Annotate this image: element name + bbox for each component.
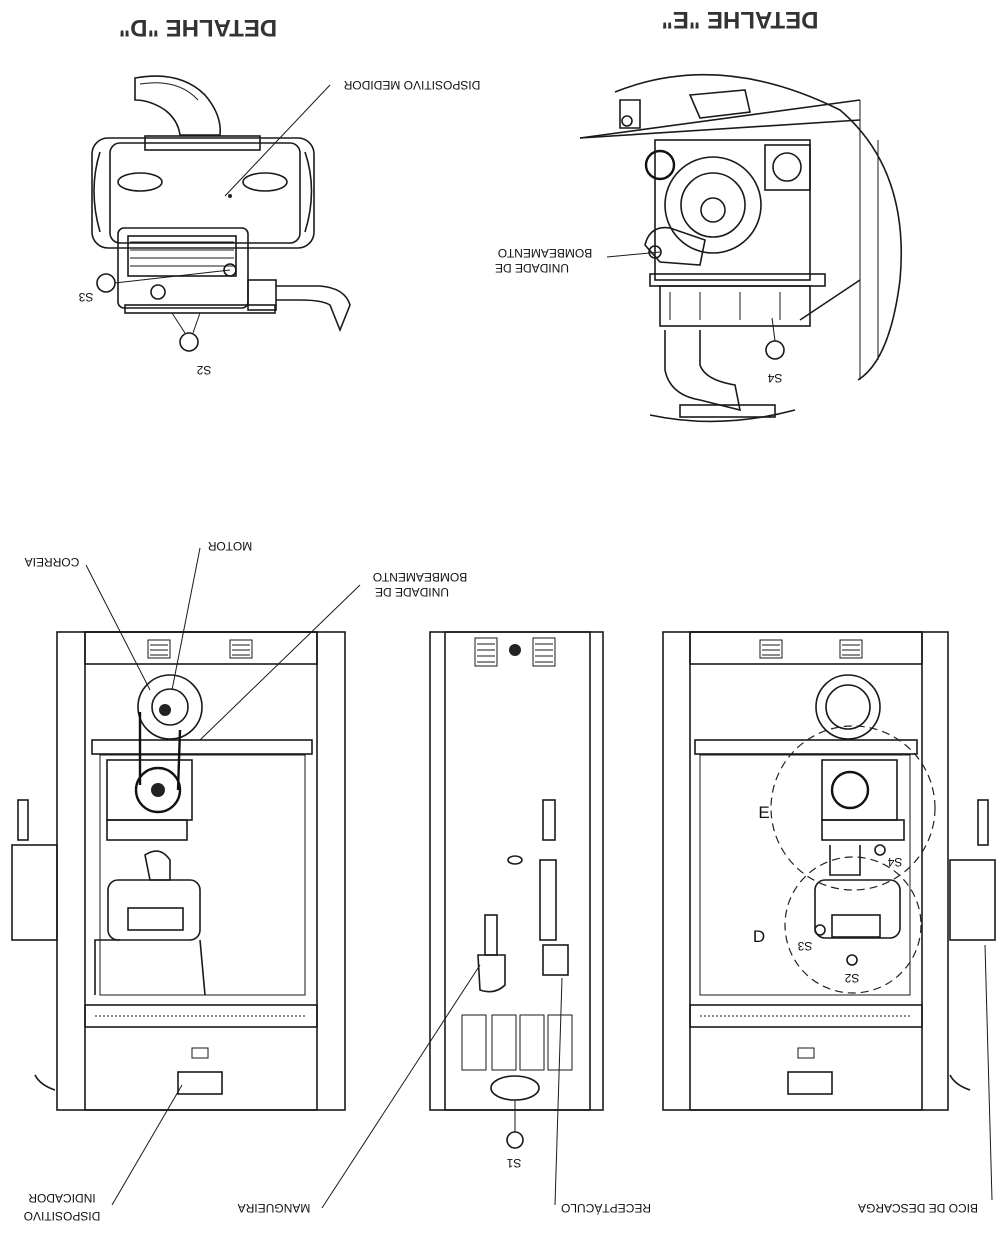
- point-s4-detail-circle: [765, 340, 785, 360]
- label-dispositivo-group: DISPOSITIVO: [24, 1209, 101, 1223]
- label-bico-de-descarga: BICO DE DESCARGA: [858, 1201, 978, 1215]
- leader-correia: [85, 564, 151, 691]
- label-s1-group: S1: [506, 1156, 521, 1170]
- leader-motor: [171, 547, 201, 691]
- leader-dispositivo-medidor: [224, 84, 331, 197]
- label-d-circle: D: [753, 927, 765, 946]
- detail-e-title: DETALHE "E": [662, 6, 819, 33]
- cabinet-middle: [429, 631, 604, 1111]
- label-bombeamento-main-group: BOMBEAMENTO: [373, 570, 467, 584]
- leader-receptaculo: [554, 977, 563, 1206]
- label-motor: MOTOR: [207, 539, 252, 553]
- label-mangueira: MANGUEIRA: [238, 1201, 311, 1215]
- detail-e-drawing: [579, 73, 903, 423]
- label-unidade-de-detail-group: UNIDADE DE: [495, 261, 569, 275]
- label-unidade-de-detail: UNIDADE DE: [495, 261, 569, 275]
- label-s3-detail: S3: [78, 290, 93, 304]
- detail-e-title-group: DETALHE "E": [662, 6, 819, 33]
- label-s4-main: S4: [887, 855, 902, 869]
- label-s2-detail-group: S2: [196, 363, 211, 377]
- label-unidade-de-main-group: UNIDADE DE: [375, 585, 449, 599]
- label-e-circle: E: [758, 803, 769, 822]
- label-dispositivo-medidor: DISPOSITIVO MEDIDOR: [343, 78, 480, 92]
- leader-dispositivo-indicador: [111, 1084, 183, 1206]
- label-s4-detail-group: S4: [767, 371, 782, 385]
- point-s4-main-circle: [874, 844, 886, 856]
- point-s2-main-circle: [846, 954, 858, 966]
- label-bombeamento-detail: BOMBEAMENTO: [498, 246, 592, 260]
- label-bombeamento-detail-group: BOMBEAMENTO: [498, 246, 592, 260]
- label-dispositivo-medidor-group: DISPOSITIVO MEDIDOR: [343, 78, 480, 92]
- leader-bico-de-descarga: [984, 944, 993, 1201]
- label-bombeamento-main: BOMBEAMENTO: [373, 570, 467, 584]
- label-s3-main-group: S3: [797, 939, 812, 953]
- label-s3-main: S3: [797, 939, 812, 953]
- label-s2-detail: S2: [196, 363, 211, 377]
- cabinet-right: [662, 631, 996, 1111]
- label-s2-main-group: S2: [844, 971, 859, 985]
- label-bico-de-descarga-group: BICO DE DESCARGA: [858, 1201, 978, 1215]
- label-correia: CORREIA: [25, 555, 80, 569]
- label-indicador: INDICADOR: [28, 1191, 96, 1205]
- label-s4-detail: S4: [767, 371, 782, 385]
- label-s3-detail-group: S3: [78, 290, 93, 304]
- label-unidade-de-main: UNIDADE DE: [375, 585, 449, 599]
- detail-d-circle: [784, 856, 922, 994]
- label-motor-group: MOTOR: [207, 539, 252, 553]
- cabinet-left: [11, 631, 346, 1111]
- label-receptaculo-group: RECEPTÁCULO: [561, 1201, 651, 1216]
- label-indicador-group: INDICADOR: [28, 1191, 96, 1205]
- point-s2-detail-circle: [179, 332, 199, 352]
- label-correia-group: CORREIA: [25, 555, 80, 569]
- point-s1-circle: [506, 1131, 524, 1149]
- detail-d-drawing: [91, 75, 351, 333]
- label-s1: S1: [506, 1156, 521, 1170]
- detail-e-circle: [770, 725, 936, 891]
- leader-bombeamento-detail: [606, 251, 661, 258]
- label-receptaculo: RECEPTÁCULO: [561, 1201, 651, 1216]
- label-mangueira-group: MANGUEIRA: [238, 1201, 311, 1215]
- detail-d-title: DETALHE "D": [119, 14, 277, 41]
- detail-d-title-group: DETALHE "D": [119, 14, 277, 41]
- leader-mangueira: [321, 964, 481, 1209]
- label-s2-main: S2: [844, 971, 859, 985]
- point-s3-detail-circle: [96, 273, 116, 293]
- label-s4-main-group: S4: [887, 855, 902, 869]
- label-dispositivo: DISPOSITIVO: [24, 1209, 101, 1223]
- point-s3-main-circle: [814, 924, 826, 936]
- leader-bombeamento-main: [199, 584, 361, 741]
